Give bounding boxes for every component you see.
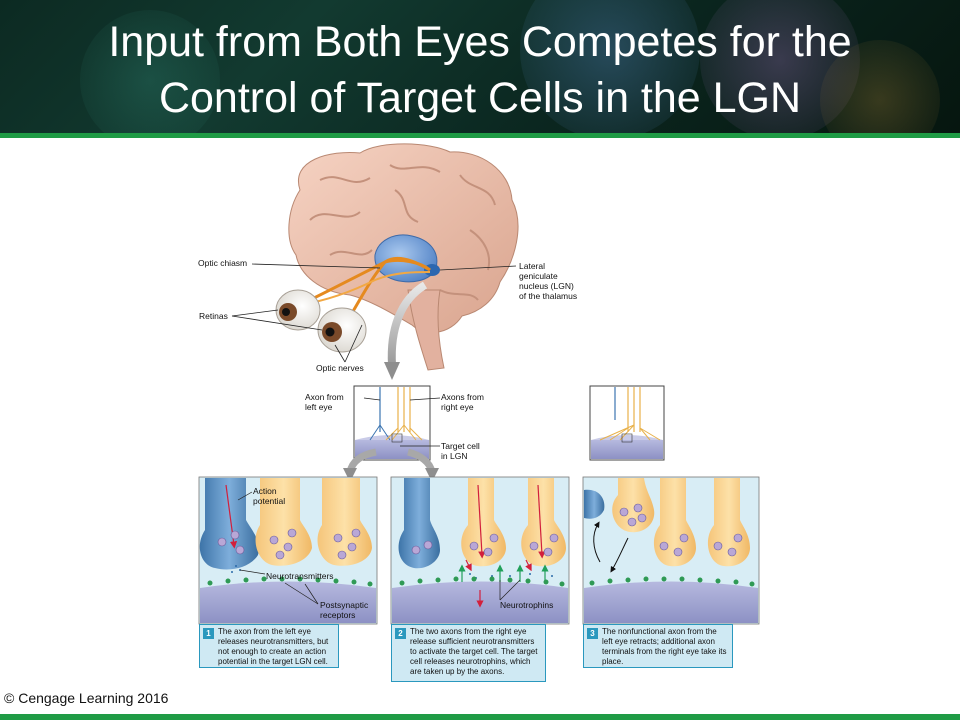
step-number-badge: 1 <box>203 628 214 639</box>
label-lgn-line: geniculate <box>519 271 558 281</box>
eye-left-pupil <box>282 308 290 316</box>
step-caption-3: 3 The nonfunctional axon from the left e… <box>583 624 733 668</box>
label-postsyn-line: Postsynaptic <box>320 600 369 610</box>
label-axon-right-line: right eye <box>441 402 474 412</box>
header-bokeh <box>80 10 220 133</box>
label-action-line: Action <box>253 486 277 496</box>
inset-final <box>589 385 665 461</box>
copyright-notice: © Cengage Learning 2016 <box>4 690 169 706</box>
label-target-line: in LGN <box>441 451 468 461</box>
optic-nerve-path <box>343 256 431 326</box>
header-divider <box>0 133 960 138</box>
brain-folds <box>309 164 496 301</box>
step-caption-2: 2 The two axons from the right eye relea… <box>391 624 546 682</box>
eye-right-pupil <box>325 327 335 337</box>
label-lgn-line: of the thalamus <box>519 291 578 301</box>
brain-label-leaders <box>231 263 517 363</box>
label-neurotrophins: Neurotrophins <box>500 600 554 610</box>
label-postsynaptic-receptors: Postsynaptic receptors <box>320 600 368 620</box>
label-retinas: Retinas <box>199 311 228 321</box>
label-axon-left-eye: Axon from left eye <box>305 392 344 412</box>
slide-header: Input from Both Eyes Competes for the Co… <box>0 0 960 133</box>
header-bokeh <box>520 0 700 133</box>
label-action-potential: Action potential <box>253 486 285 506</box>
label-axon-left-line: left eye <box>305 402 333 412</box>
label-target-cell: Target cell in LGN <box>441 441 480 461</box>
eyes-illustration <box>275 256 431 353</box>
inset-initial <box>353 385 431 461</box>
label-postsyn-line: receptors <box>320 610 356 620</box>
title-line-1: Input from Both Eyes Competes for the <box>108 18 852 66</box>
step-text: The axon from the left eye releases neur… <box>218 627 329 666</box>
footer-divider <box>0 714 960 720</box>
label-axons-right-eye: Axons from right eye <box>441 392 484 412</box>
panel-step-1 <box>198 476 378 625</box>
header-bokeh <box>700 0 860 133</box>
zoom-arrow <box>387 281 428 366</box>
step-caption-1: 1 The axon from the left eye releases ne… <box>199 624 339 668</box>
label-optic-chiasm: Optic chiasm <box>198 258 248 268</box>
step-number-badge: 3 <box>587 628 598 639</box>
slide-title: Input from Both Eyes Competes for the Co… <box>0 14 960 126</box>
zoom-arrow-left-head <box>343 468 357 482</box>
step-number-badge: 2 <box>395 628 406 639</box>
title-line-2: Control of Target Cells in the LGN <box>158 74 802 122</box>
header-bokeh <box>820 40 940 133</box>
step-text: The two axons from the right eye release… <box>410 627 538 676</box>
zoom-arrow-head <box>384 362 400 380</box>
label-lgn-line: nucleus (LGN) <box>519 281 574 291</box>
label-axon-right-line: Axons from <box>441 392 484 402</box>
label-axon-left-line: Axon from <box>305 392 344 402</box>
label-neurotransmitters: Neurotransmitters <box>266 571 334 581</box>
optic-nerve-path <box>299 271 431 306</box>
label-target-line: Target cell <box>441 441 480 451</box>
label-lgn-line: Lateral <box>519 261 545 271</box>
postsynaptic-receptor-row <box>207 576 373 587</box>
inset-label-leaders <box>363 397 441 447</box>
step-text: The nonfunctional axon from the left eye… <box>602 627 727 666</box>
label-lgn: Lateral geniculate nucleus (LGN) of the … <box>519 261 577 301</box>
label-optic-nerves: Optic nerves <box>316 363 364 373</box>
brain-illustration <box>288 143 519 371</box>
panel-step-3 <box>582 476 760 625</box>
label-action-line: potential <box>253 496 286 506</box>
panel-step-2 <box>390 476 570 625</box>
zoom-arrow-right-head <box>425 468 439 482</box>
brain-stem <box>407 289 445 371</box>
